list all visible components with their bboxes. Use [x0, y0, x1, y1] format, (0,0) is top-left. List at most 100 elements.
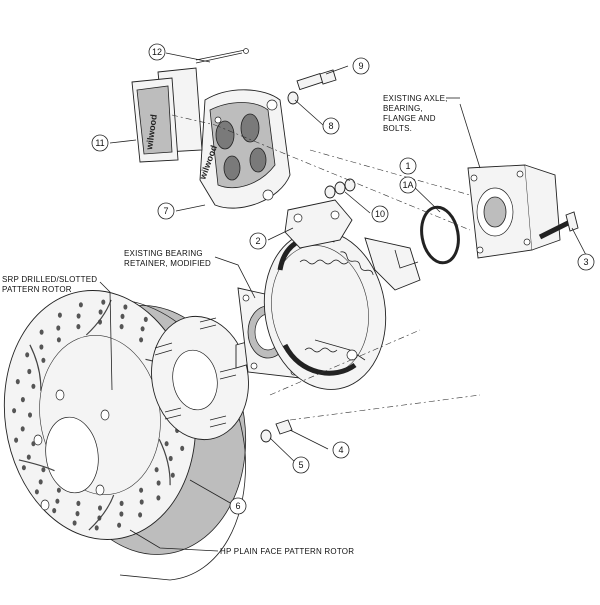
rotor-drill-hole	[26, 454, 31, 460]
rotor-drill-hole	[170, 472, 175, 478]
rotor-drill-hole	[101, 299, 106, 305]
rotor-drill-hole	[31, 441, 36, 447]
rotor-drill-hole	[56, 487, 61, 493]
rotor-slot	[158, 438, 171, 486]
rotor-slot	[29, 344, 42, 391]
note-hp-rotor: HP PLAIN FACE PATTERN ROTOR	[220, 547, 354, 556]
rotor-drill-hole	[98, 505, 102, 511]
rotor-drill-hole	[41, 467, 46, 473]
svg-text:SRP DRILLED/SLOTTED: SRP DRILLED/SLOTTED	[2, 275, 97, 284]
rotor-drill-hole	[76, 500, 81, 506]
rotor-drill-hole	[39, 329, 44, 335]
rotor-drill-hole	[76, 313, 81, 319]
rotor-drill-hole	[143, 316, 148, 322]
callout-4: 4	[332, 441, 350, 459]
rotor-drill-hole	[119, 511, 124, 517]
svg-text:FLANGE AND: FLANGE AND	[383, 114, 436, 123]
rotor-drill-hole	[139, 487, 144, 493]
rotor-drill-hole	[154, 467, 159, 473]
rotor-drill-hole	[76, 324, 81, 330]
rotor-drill-hole	[119, 324, 124, 330]
rotor-drill-hole	[56, 325, 61, 331]
rotor-drill-hole	[78, 302, 83, 308]
callout-3: 3	[577, 253, 595, 271]
mounting-bolt	[296, 69, 337, 91]
rotor-drill-hole	[123, 304, 128, 310]
rotor-drill-hole	[119, 500, 124, 506]
rotor-drill-hole	[12, 408, 17, 414]
rotor-slot	[18, 459, 55, 472]
rotor-drill-hole	[139, 499, 144, 505]
rotor-center-bore	[45, 416, 99, 494]
rotor-drill-hole	[140, 326, 145, 332]
callout-1: 1	[399, 157, 417, 175]
rotor-drill-hole	[156, 480, 161, 486]
rotor-drill-hole	[117, 522, 122, 528]
callout-11: 11	[91, 134, 109, 152]
svg-text:3: 3	[583, 257, 588, 267]
callout-9: 9	[352, 57, 370, 75]
callout-2: 2	[249, 232, 267, 250]
svg-text:1A: 1A	[402, 180, 413, 190]
callout-8: 8	[322, 117, 340, 135]
svg-text:EXISTING AXLE,: EXISTING AXLE,	[383, 94, 448, 103]
rotor-drill-hole	[25, 352, 30, 358]
callout-12: 12	[148, 43, 166, 61]
rotor-drill-hole	[27, 368, 32, 375]
rotor-drill-hole	[21, 465, 26, 471]
assembly-centerlines	[171, 114, 481, 421]
svg-text:2: 2	[255, 236, 260, 246]
svg-text:RETAINER, MODIFIED: RETAINER, MODIFIED	[124, 259, 211, 268]
svg-text:EXISTING BEARING: EXISTING BEARING	[124, 249, 203, 258]
axle-bolt	[538, 211, 579, 240]
rotor-drill-hole	[52, 508, 57, 514]
rotor-drill-hole	[20, 426, 25, 432]
rotor-drill-hole	[31, 383, 36, 389]
brake-pads: wilwood	[131, 67, 203, 163]
rotor-drill-hole	[75, 510, 80, 517]
axle-flange	[467, 164, 561, 259]
callout-6: 6	[229, 497, 247, 515]
rotor-drill-hole	[38, 479, 43, 485]
svg-text:BEARING,: BEARING,	[383, 104, 423, 113]
note-bearing-retainer: EXISTING BEARING RETAINER, MODIFIED	[124, 249, 211, 268]
rotor-lug-holes	[33, 389, 110, 511]
svg-text:6: 6	[235, 501, 240, 511]
svg-text:5: 5	[298, 460, 303, 470]
lug-nut	[275, 419, 293, 435]
washer	[287, 91, 299, 105]
svg-text:BOLTS.: BOLTS.	[383, 124, 412, 133]
rotor-drill-hole	[139, 337, 144, 343]
rotor-drill-hole	[20, 397, 25, 403]
hub-adapter	[151, 315, 249, 441]
svg-text:10: 10	[375, 209, 385, 219]
note-srp-rotor: SRP DRILLED/SLOTTED PATTERN ROTOR	[2, 275, 97, 294]
nut-washer	[260, 429, 272, 443]
rotor-drill-hole	[120, 313, 125, 319]
caliper-bracket	[284, 199, 353, 249]
rotor-drill-hole	[34, 489, 39, 495]
rotor-drill-hole	[98, 309, 103, 315]
shim-washers	[324, 178, 356, 199]
svg-text:7: 7	[163, 206, 168, 216]
rotor-drill-hole	[55, 498, 60, 504]
callout-10: 10	[371, 205, 389, 223]
leader-lines	[99, 52, 587, 552]
o-ring	[420, 205, 460, 265]
svg-text:4: 4	[338, 445, 343, 455]
rotor-drill-hole	[14, 437, 19, 443]
svg-text:9: 9	[358, 61, 363, 71]
svg-text:12: 12	[152, 47, 162, 57]
svg-text:HP PLAIN FACE PATTERN ROTOR: HP PLAIN FACE PATTERN ROTOR	[220, 547, 354, 556]
rotor-drill-hole	[39, 344, 44, 350]
rotor-drill-hole	[94, 525, 99, 531]
svg-text:8: 8	[328, 121, 333, 131]
rotor-drill-hole	[72, 520, 77, 526]
rotor-drill-hole	[164, 441, 169, 447]
svg-text:PATTERN ROTOR: PATTERN ROTOR	[2, 285, 72, 294]
rotor-drill-hole	[15, 379, 20, 385]
rotor-drill-hole	[180, 445, 185, 451]
callout-5: 5	[292, 456, 310, 474]
